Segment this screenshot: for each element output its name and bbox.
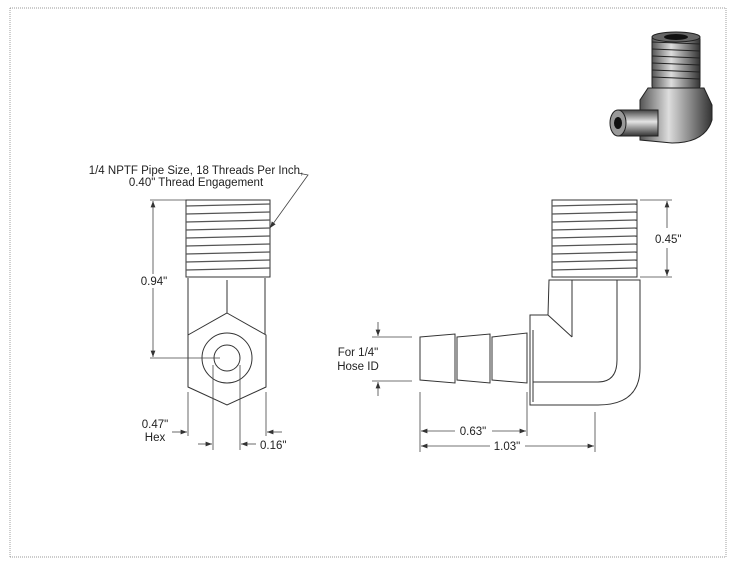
dimension-hose-id: For 1/4" Hose ID [337, 322, 412, 396]
overall-length-label: 1.03" [494, 441, 520, 453]
dimension-thread-length: 0.45" [640, 199, 681, 278]
dimension-barb-length: 0.63" [419, 392, 596, 452]
callout-leader [269, 172, 309, 229]
side-view [419, 199, 641, 406]
barb-length-label: 0.63" [460, 426, 486, 438]
overall-height-label: 0.94" [141, 276, 167, 288]
hose-id-line1: For 1/4" [338, 347, 379, 359]
thread-length-label: 0.45" [655, 234, 681, 246]
front-view [185, 199, 271, 406]
bore-label: 0.16" [260, 440, 286, 452]
hex-size-value: 0.47" [142, 419, 168, 431]
thread-callout-line1: 1/4 NPTF Pipe Size, 18 Threads Per Inch, [89, 165, 304, 177]
isometric-fitting-render [609, 31, 713, 144]
hex-size-label: Hex [145, 432, 166, 444]
dimension-hex: 0.47" Hex [142, 392, 282, 444]
hose-id-line2: Hose ID [337, 361, 379, 373]
dimension-overall-height: 0.94" [141, 199, 220, 359]
dimension-overall-length: 1.03" [421, 441, 594, 453]
dimension-bore: 0.16" [198, 365, 286, 452]
drawing-border [9, 7, 727, 558]
thread-callout-line2: 0.40" Thread Engagement [129, 177, 264, 189]
